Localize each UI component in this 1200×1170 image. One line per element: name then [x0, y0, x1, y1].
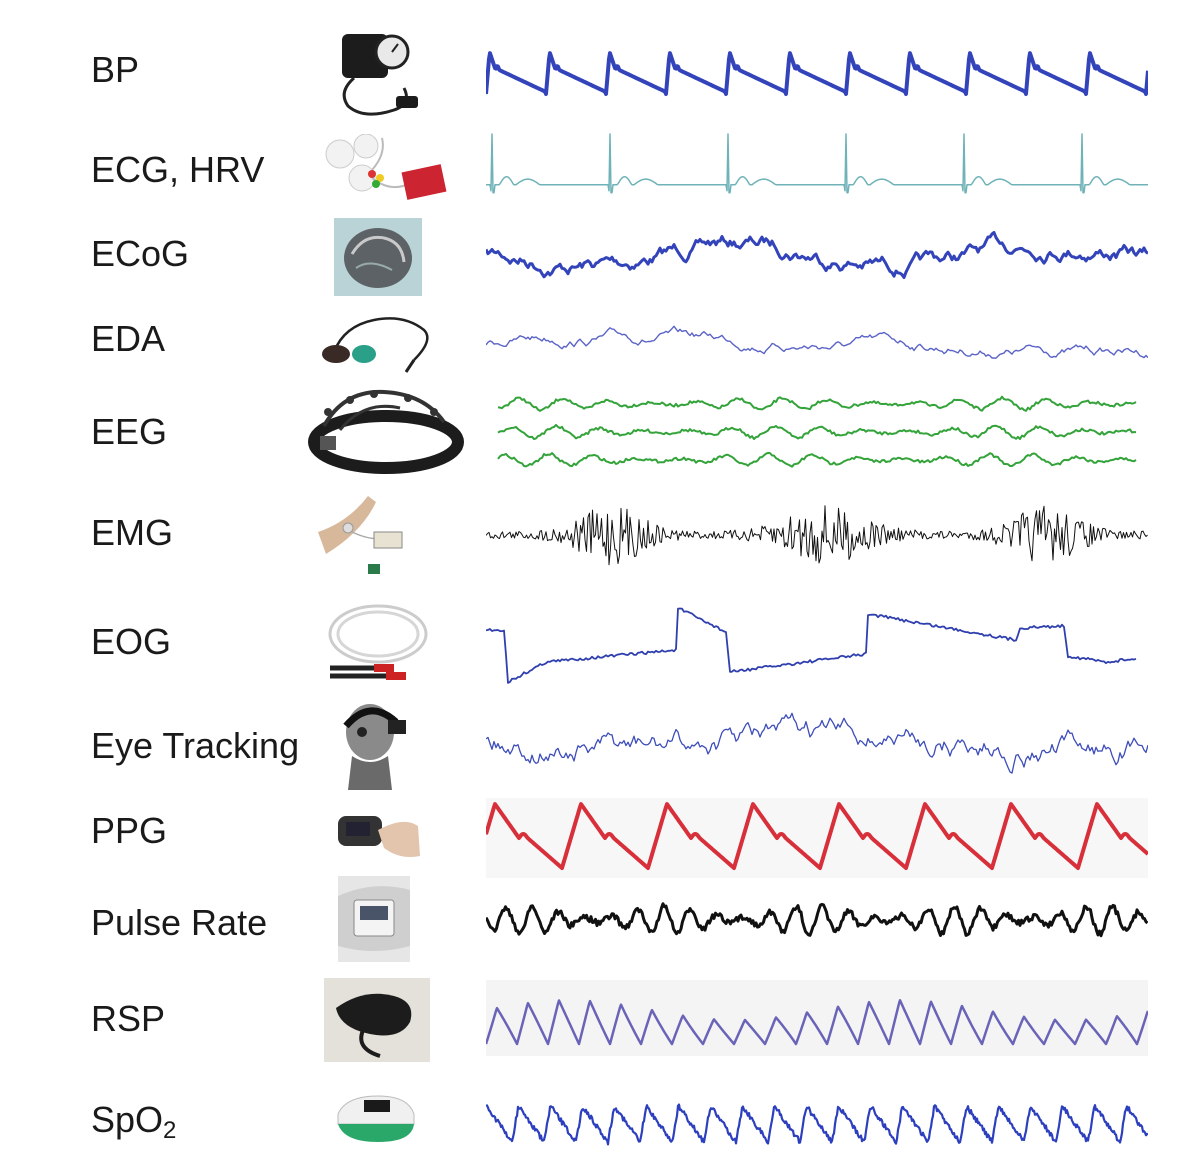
respiration-belt-icon	[324, 978, 430, 1062]
eye-tracker-headset-icon	[343, 704, 406, 790]
emg-waveform	[486, 505, 1148, 566]
signal-label-ecog: ECoG	[91, 233, 190, 274]
signal-label-eye-tracking: Eye Tracking	[91, 725, 300, 766]
spo2-label-main: SpO	[91, 1099, 164, 1140]
signal-label-eeg: EEG	[91, 411, 168, 452]
ecg-electrodes-icon	[325, 134, 447, 200]
eda-sensor-icon	[322, 317, 429, 373]
spo2-label-subscript: 2	[163, 1117, 177, 1144]
pulse-oximeter-finger-icon	[338, 816, 420, 857]
bp-waveform	[486, 51, 1148, 96]
signal-label-ecg-hrv: ECG, HRV	[91, 149, 265, 190]
eeg-trace-0	[497, 395, 1137, 412]
eeg-headset-icon	[308, 389, 464, 474]
signal-label-eog: EOG	[91, 621, 172, 662]
wrist-monitor-icon	[338, 876, 410, 962]
signal-label-rsp: RSP	[91, 998, 166, 1039]
signal-label-emg: EMG	[91, 512, 174, 553]
ppg-trace-0	[486, 802, 1148, 870]
spo2-oximeter-icon	[337, 1095, 415, 1142]
pulse-trace-0	[486, 902, 1148, 938]
eeg-trace-1	[497, 423, 1136, 441]
ecg-waveform	[486, 133, 1148, 194]
rsp-trace-0	[486, 999, 1148, 1046]
ecog-brain-icon	[334, 218, 422, 296]
rsp-waveform	[486, 980, 1148, 1056]
eeg-trace-2	[497, 451, 1137, 468]
pulse-rate-waveform	[486, 902, 1148, 938]
signal-label-spo2: SpO2	[91, 1102, 176, 1143]
eeg-waveforms	[497, 395, 1137, 468]
eda-trace-0	[486, 325, 1148, 359]
sphygmomanometer-icon	[342, 34, 418, 116]
ecg-trace-0	[486, 133, 1148, 194]
eog-cable-icon	[328, 604, 428, 680]
ppg-waveform	[486, 798, 1148, 878]
ecog-waveform	[486, 231, 1148, 279]
signal-label-eda: EDA	[91, 318, 166, 359]
eye-trace-0	[486, 712, 1148, 774]
ecog-trace-0	[486, 231, 1148, 279]
signal-label-ppg: PPG	[91, 810, 168, 851]
signal-label-pulse-rate: Pulse Rate	[91, 902, 268, 943]
emg-trace-0	[486, 505, 1148, 566]
eog-waveform	[486, 607, 1137, 684]
eda-waveform	[486, 325, 1148, 359]
eye-tracking-waveform	[486, 712, 1148, 774]
spo2-waveform	[486, 1103, 1148, 1146]
signal-label-bp: BP	[91, 49, 140, 90]
emg-sensor-icon	[318, 496, 403, 574]
spo2-trace-0	[486, 1103, 1148, 1146]
bp-trace-0	[486, 51, 1148, 96]
eog-trace-0	[486, 607, 1137, 684]
